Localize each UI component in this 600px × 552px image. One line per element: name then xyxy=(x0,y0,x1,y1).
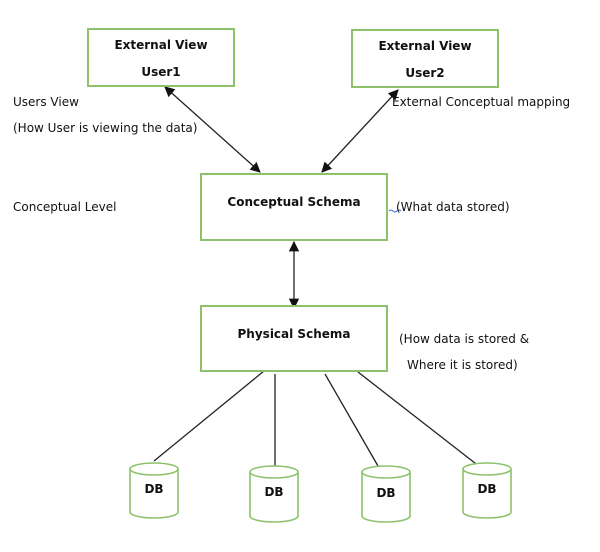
arrow-user1-conceptual xyxy=(164,86,261,173)
external-conceptual-mapping-label: External Conceptual mapping xyxy=(392,95,571,109)
db-label: DB xyxy=(477,482,496,496)
what-data-stored-label: (What data stored) xyxy=(396,200,510,214)
link-physical-db4 xyxy=(357,371,481,468)
link-physical-db3 xyxy=(324,373,379,467)
conceptual-schema-title: Conceptual Schema xyxy=(227,195,361,209)
db-label: DB xyxy=(264,485,283,499)
db-label: DB xyxy=(376,486,395,500)
how-data-stored-label: (How data is stored & xyxy=(399,332,530,346)
db-cylinder-3: DB xyxy=(361,465,411,523)
physical-schema-box: Physical Schema xyxy=(200,305,388,372)
db-label: DB xyxy=(144,482,163,496)
link-physical-db1 xyxy=(153,370,265,462)
conceptual-schema-box: Conceptual Schema xyxy=(200,173,388,241)
db-cylinder-1: DB xyxy=(129,462,179,519)
db-cylinder-2: DB xyxy=(249,465,299,523)
external-view-user: User1 xyxy=(141,65,181,79)
conceptual-level-label: Conceptual Level xyxy=(13,200,117,214)
external-view-title: External View xyxy=(114,38,208,52)
external-view-user1-box: External View User1 xyxy=(87,28,235,87)
squiggle-underline xyxy=(388,209,402,213)
external-view-user2-box: External View User2 xyxy=(351,29,499,88)
physical-schema-title: Physical Schema xyxy=(237,327,351,341)
db-cylinder-4: DB xyxy=(462,462,512,519)
where-stored-label: Where it is stored) xyxy=(407,358,518,372)
external-view-title: External View xyxy=(378,39,472,53)
users-view-label: Users View xyxy=(13,95,79,109)
external-view-user: User2 xyxy=(405,66,445,80)
users-view-description: (How User is viewing the data) xyxy=(13,121,198,135)
arrow-user2-conceptual xyxy=(321,89,399,173)
